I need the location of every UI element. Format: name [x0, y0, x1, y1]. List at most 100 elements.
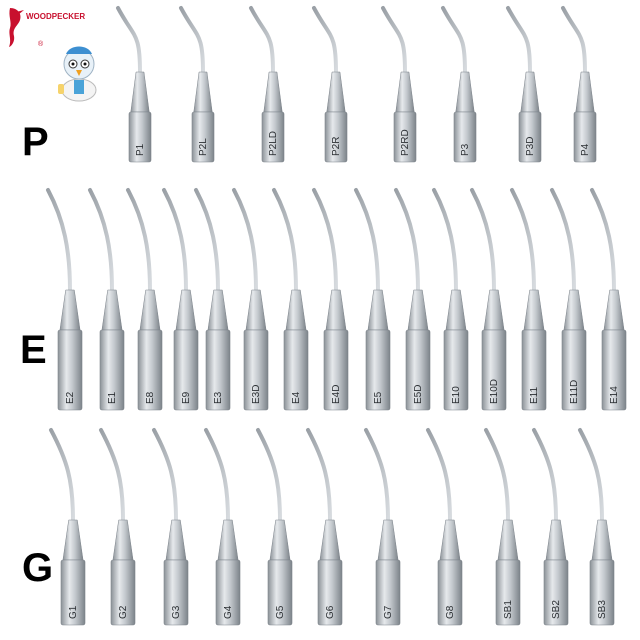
tip-label: E9	[181, 391, 192, 404]
tip-label: E14	[609, 386, 620, 404]
row-label-e: E	[20, 328, 47, 372]
tip-label: P4	[580, 143, 591, 156]
scaler-tip-p3d: P3D	[506, 6, 542, 163]
scaler-tip-p2ld: P2LD	[249, 6, 285, 163]
tip-neck	[575, 71, 595, 113]
tip-body	[543, 559, 569, 626]
tip-label: E11	[529, 387, 540, 404]
tip-neck	[59, 289, 81, 331]
tip-neck	[483, 289, 505, 331]
tip-neck	[263, 71, 283, 113]
scaler-tip-g7: G7	[364, 428, 401, 626]
tip-wire	[590, 188, 616, 292]
tip-body	[283, 329, 309, 411]
tip-wire	[354, 188, 380, 292]
tip-body	[243, 329, 269, 411]
tip-wire	[49, 428, 75, 522]
tip-label: G4	[223, 605, 234, 619]
tip-neck	[439, 519, 461, 561]
tip-body	[173, 329, 199, 411]
tip-label: E1	[107, 391, 118, 404]
tip-wire	[484, 428, 510, 522]
scaler-tip-e1: E1	[88, 188, 125, 411]
tip-neck	[285, 289, 307, 331]
scaler-tip-g5: G5	[256, 428, 293, 626]
mascot-character	[48, 40, 110, 102]
tip-wire	[364, 428, 390, 522]
tip-neck	[563, 289, 585, 331]
tip-body	[437, 559, 463, 626]
tip-label: G8	[445, 605, 456, 619]
tip-neck	[245, 289, 267, 331]
tip-wire	[152, 428, 178, 522]
tip-neck	[62, 519, 84, 561]
tip-label: G2	[118, 605, 129, 619]
tip-wire	[194, 188, 220, 292]
tip-wire	[256, 428, 282, 522]
tip-wire	[204, 428, 230, 522]
tip-body	[324, 111, 348, 163]
tip-neck	[165, 519, 187, 561]
tip-label: G1	[68, 605, 79, 619]
tip-wire	[249, 6, 275, 74]
tip-label: E10D	[489, 379, 500, 404]
scaler-tip-p2rd: P2RD	[381, 6, 417, 163]
tip-body	[215, 559, 241, 626]
tip-wire	[381, 6, 407, 74]
scaler-tip-e2: E2	[46, 188, 83, 411]
tip-label: G5	[275, 605, 286, 619]
scaler-tip-p4: P4	[561, 6, 597, 163]
tip-neck	[367, 289, 389, 331]
tip-wire	[432, 188, 458, 292]
row-label-p: P	[22, 120, 49, 164]
tip-body	[453, 111, 477, 163]
tip-label: SB3	[597, 600, 608, 619]
tip-neck	[101, 289, 123, 331]
tip-body	[317, 559, 343, 626]
scaler-tip-e8: E8	[126, 188, 163, 411]
tip-wire	[510, 188, 536, 292]
scaler-tip-e3d: E3D	[232, 188, 269, 411]
tip-wire	[426, 428, 452, 522]
doctor-bird-mascot-icon	[58, 46, 97, 102]
tip-body	[261, 111, 285, 163]
tip-body	[163, 559, 189, 626]
tip-wire	[116, 6, 142, 74]
tip-body	[60, 559, 86, 626]
tip-body	[589, 559, 615, 626]
tip-neck	[523, 289, 545, 331]
tip-neck	[455, 71, 475, 113]
tip-body	[573, 111, 597, 163]
scaler-tip-e3: E3	[194, 188, 231, 411]
scaler-tip-g4: G4	[204, 428, 241, 626]
tip-label: E3	[213, 391, 224, 404]
scaler-tip-g1: G1	[49, 428, 86, 626]
tip-body	[99, 329, 125, 411]
row-label-g: G	[22, 546, 54, 590]
tip-neck	[591, 519, 613, 561]
tip-wire	[312, 188, 338, 292]
tip-wire	[272, 188, 298, 292]
tip-neck	[603, 289, 625, 331]
tip-label: P3D	[525, 137, 536, 156]
tip-wire	[532, 428, 558, 522]
woodpecker-logo-icon	[9, 8, 24, 47]
woodpecker-logo	[6, 6, 26, 48]
tip-neck	[193, 71, 213, 113]
tip-body	[57, 329, 83, 411]
brand-name: WOODPECKER	[26, 12, 86, 21]
registered-mark: ®	[38, 41, 44, 48]
tip-wire	[46, 188, 72, 292]
scaler-tip-p2l: P2L	[179, 6, 215, 163]
tip-neck	[377, 519, 399, 561]
scaler-tip-p2r: P2R	[312, 6, 348, 163]
tip-neck	[130, 71, 150, 113]
tip-label: G3	[171, 605, 182, 619]
tip-wire	[88, 188, 114, 292]
tip-label: SB1	[503, 600, 514, 619]
tip-neck	[139, 289, 161, 331]
scaler-tip-e10d: E10D	[470, 188, 507, 411]
tip-neck	[112, 519, 134, 561]
scaler-tip-sb3: SB3	[578, 428, 615, 626]
